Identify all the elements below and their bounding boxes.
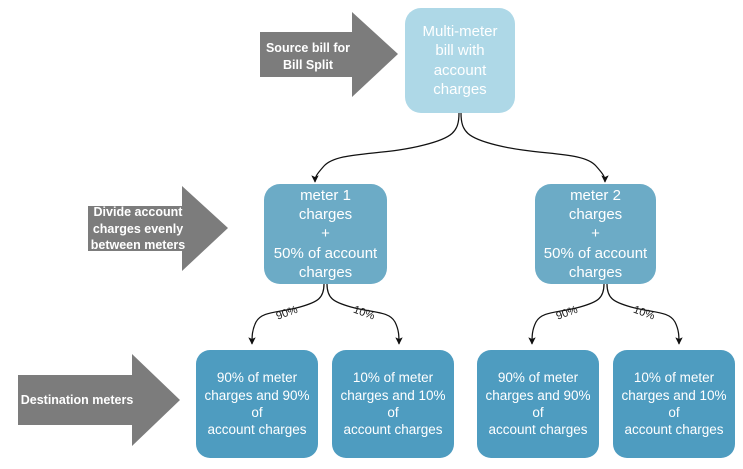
edge-source-to-meter-2: [460, 112, 609, 183]
node-meter-2-10-label: 10% of meter charges and 10% of account …: [621, 370, 727, 438]
node-meter-2-10[interactable]: 10% of meter charges and 10% of account …: [613, 350, 735, 458]
node-meter-1-label: meter 1 charges + 50% of account charges: [273, 187, 378, 281]
node-meter-1[interactable]: meter 1 charges + 50% of account charges: [264, 184, 387, 284]
edge-label-meter-1-right: 10%: [352, 304, 377, 323]
band-label-source: Source bill for Bill Split: [265, 41, 351, 72]
band-label-destination: Destination meters: [20, 393, 134, 407]
edge-meter-1-to-10: 10%: [326, 283, 403, 345]
edge-meter-1-to-90: 90%: [248, 283, 325, 345]
band-label-divide: Divide account charges evenly between me…: [90, 205, 186, 252]
node-source-bill-label: Multi-meter bill with account charges: [422, 23, 498, 98]
band-arrow-source: [260, 12, 398, 97]
edge-label-meter-2-right: 10%: [632, 304, 657, 323]
edge-label-meter-1-left: 90%: [275, 304, 300, 323]
node-meter-2-label: meter 2 charges + 50% of account charges: [543, 187, 648, 281]
node-meter-1-10[interactable]: 10% of meter charges and 10% of account …: [332, 350, 454, 458]
node-meter-2-90-label: 90% of meter charges and 90% of account …: [485, 370, 591, 438]
band-arrow-destination: [18, 354, 180, 446]
node-meter-1-90[interactable]: 90% of meter charges and 90% of account …: [196, 350, 318, 458]
node-meter-2[interactable]: meter 2 charges + 50% of account charges: [535, 184, 656, 284]
node-meter-2-90[interactable]: 90% of meter charges and 90% of account …: [477, 350, 599, 458]
edge-meter-2-to-90: 90%: [528, 283, 605, 345]
edge-label-meter-2-left: 90%: [555, 304, 580, 323]
edge-source-to-meter-1: [311, 112, 460, 183]
node-meter-1-90-label: 90% of meter charges and 90% of account …: [204, 370, 310, 438]
band-arrow-divide: [88, 186, 228, 271]
edge-meter-2-to-10: 10%: [606, 283, 683, 345]
node-source-bill[interactable]: Multi-meter bill with account charges: [405, 8, 515, 113]
node-meter-1-10-label: 10% of meter charges and 10% of account …: [340, 370, 446, 438]
